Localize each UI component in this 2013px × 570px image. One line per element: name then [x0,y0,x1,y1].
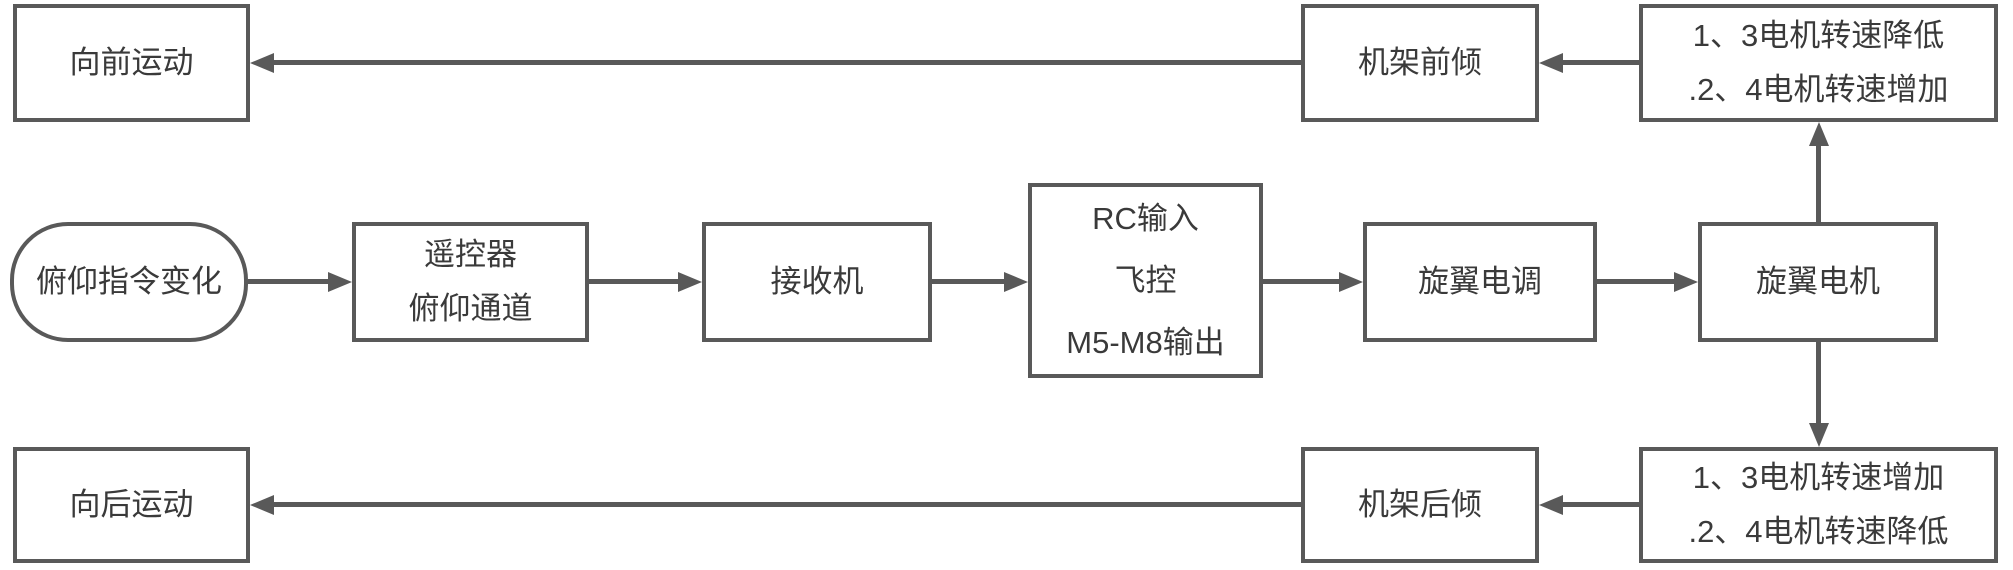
arrow-motor-action-up-to-frame-tilt-forward [1539,53,1639,73]
arrowhead-left-icon [250,53,274,73]
arrowhead-right-icon [328,272,352,292]
arrow-receiver-to-flight-controller [932,272,1028,292]
node-motor-action-down: 1、3电机转速增加 .2、4电机转速降低 [1639,447,1998,563]
node-label-line: 飞控 [1114,262,1177,298]
arrowhead-right-icon [1339,272,1363,292]
arrow-pitch-command-to-remote [248,272,352,292]
arrowhead-left-icon [1539,495,1563,515]
node-label-line: 1、3电机转速降低 [1692,18,1945,53]
node-label-line: 遥控器 [424,237,517,272]
arrowhead-right-icon [1004,272,1028,292]
node-label-line: 俯仰通道 [408,291,533,326]
arrow-frame-tilt-forward-to-move-forward [250,53,1301,73]
arrowhead-up-icon [1809,122,1829,146]
arrowhead-right-icon [1674,272,1698,292]
arrow-motor-to-motor-action-up [1809,122,1829,222]
node-label: 向后运动 [69,487,194,523]
node-rotor-esc: 旋翼电调 [1363,222,1597,342]
node-flight-controller: RC输入 飞控 M5-M8输出 [1028,183,1263,378]
node-move-backward: 向后运动 [13,447,250,563]
node-receiver: 接收机 [702,222,932,342]
node-label: 机架前倾 [1358,45,1482,81]
node-label-line: .2、4电机转速降低 [1688,514,1949,549]
arrowhead-left-icon [250,495,274,515]
node-label: 接收机 [770,264,864,300]
node-label-line: RC输入 [1092,200,1199,236]
arrow-motor-to-motor-action-down [1809,342,1829,447]
node-rotor-motor: 旋翼电机 [1698,222,1938,342]
node-label-line: .2、4电机转速增加 [1688,72,1949,107]
node-frame-tilt-back: 机架后倾 [1301,447,1539,563]
arrow-frame-tilt-back-to-move-backward [250,495,1301,515]
arrow-esc-to-motor [1597,272,1698,292]
node-label: 旋翼电调 [1418,264,1542,300]
arrowhead-down-icon [1809,423,1829,447]
node-label: 机架后倾 [1358,487,1482,523]
node-pitch-command: 俯仰指令变化 [10,222,248,342]
arrow-remote-to-receiver [589,272,702,292]
node-label-line: 1、3电机转速增加 [1692,460,1945,495]
arrow-flight-controller-to-esc [1263,272,1363,292]
node-remote-controller: 遥控器 俯仰通道 [352,222,589,342]
node-frame-tilt-forward: 机架前倾 [1301,4,1539,122]
node-label: 俯仰指令变化 [36,264,222,300]
arrowhead-right-icon [678,272,702,292]
node-label-line: M5-M8输出 [1066,324,1225,360]
arrowhead-left-icon [1539,53,1563,73]
arrow-motor-action-down-to-frame-tilt-back [1539,495,1639,515]
node-label: 旋翼电机 [1756,264,1880,300]
node-label: 向前运动 [69,45,194,81]
node-move-forward: 向前运动 [13,4,250,122]
node-motor-action-up: 1、3电机转速降低 .2、4电机转速增加 [1639,4,1998,122]
